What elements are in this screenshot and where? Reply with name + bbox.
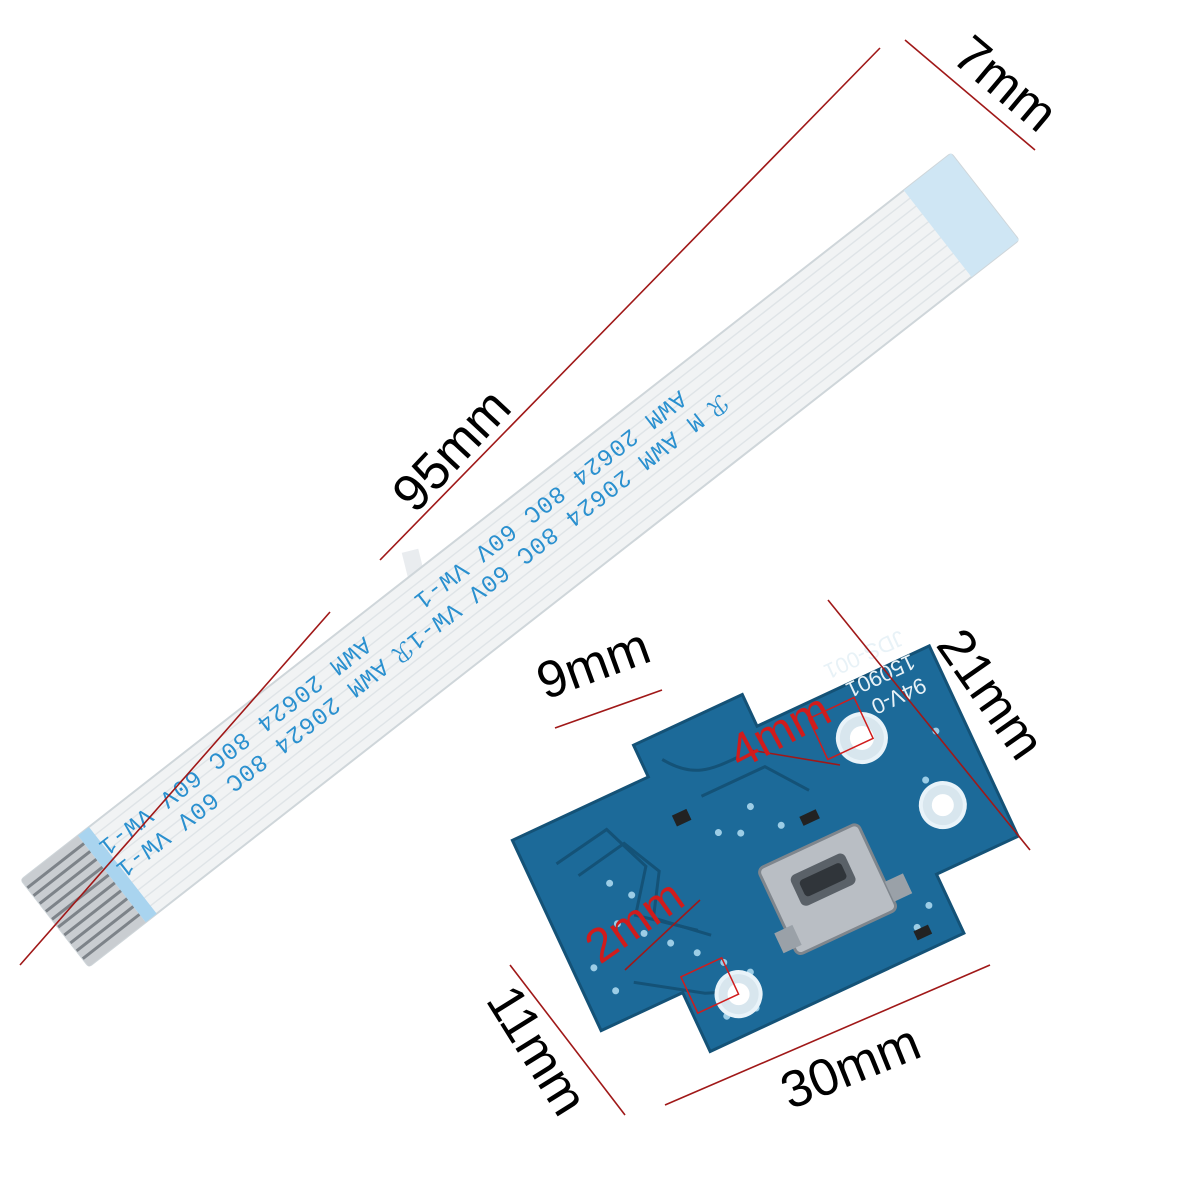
smd-chip [913,924,933,941]
board-side-label: 11mm [475,976,599,1126]
cable-length-dimension [19,47,881,966]
board-top-width-label: 9mm [529,617,657,711]
smd-chip [671,808,692,827]
cable-print-lower: AWM 20624 80C 60V VW-1 [109,652,393,882]
hole-large-marker [807,696,875,761]
cable-contacts-left [21,826,157,967]
board-width-label: 30mm [773,1013,929,1121]
mounting-hole-large [835,712,888,765]
cable-length-label: 95mm [381,378,522,523]
hole-small-marker [679,956,740,1015]
board-dimensions [509,599,1031,1116]
cable-width-dimension [904,39,1036,151]
smd-chip [799,809,820,826]
cable-conductors [26,160,1014,960]
mounting-hole-right [918,781,967,830]
charging-board: 94V-0 150901 JDS-001 [510,625,1021,1054]
micro-usb-port-icon [758,823,913,956]
cable-stiffener-right [903,153,1019,278]
